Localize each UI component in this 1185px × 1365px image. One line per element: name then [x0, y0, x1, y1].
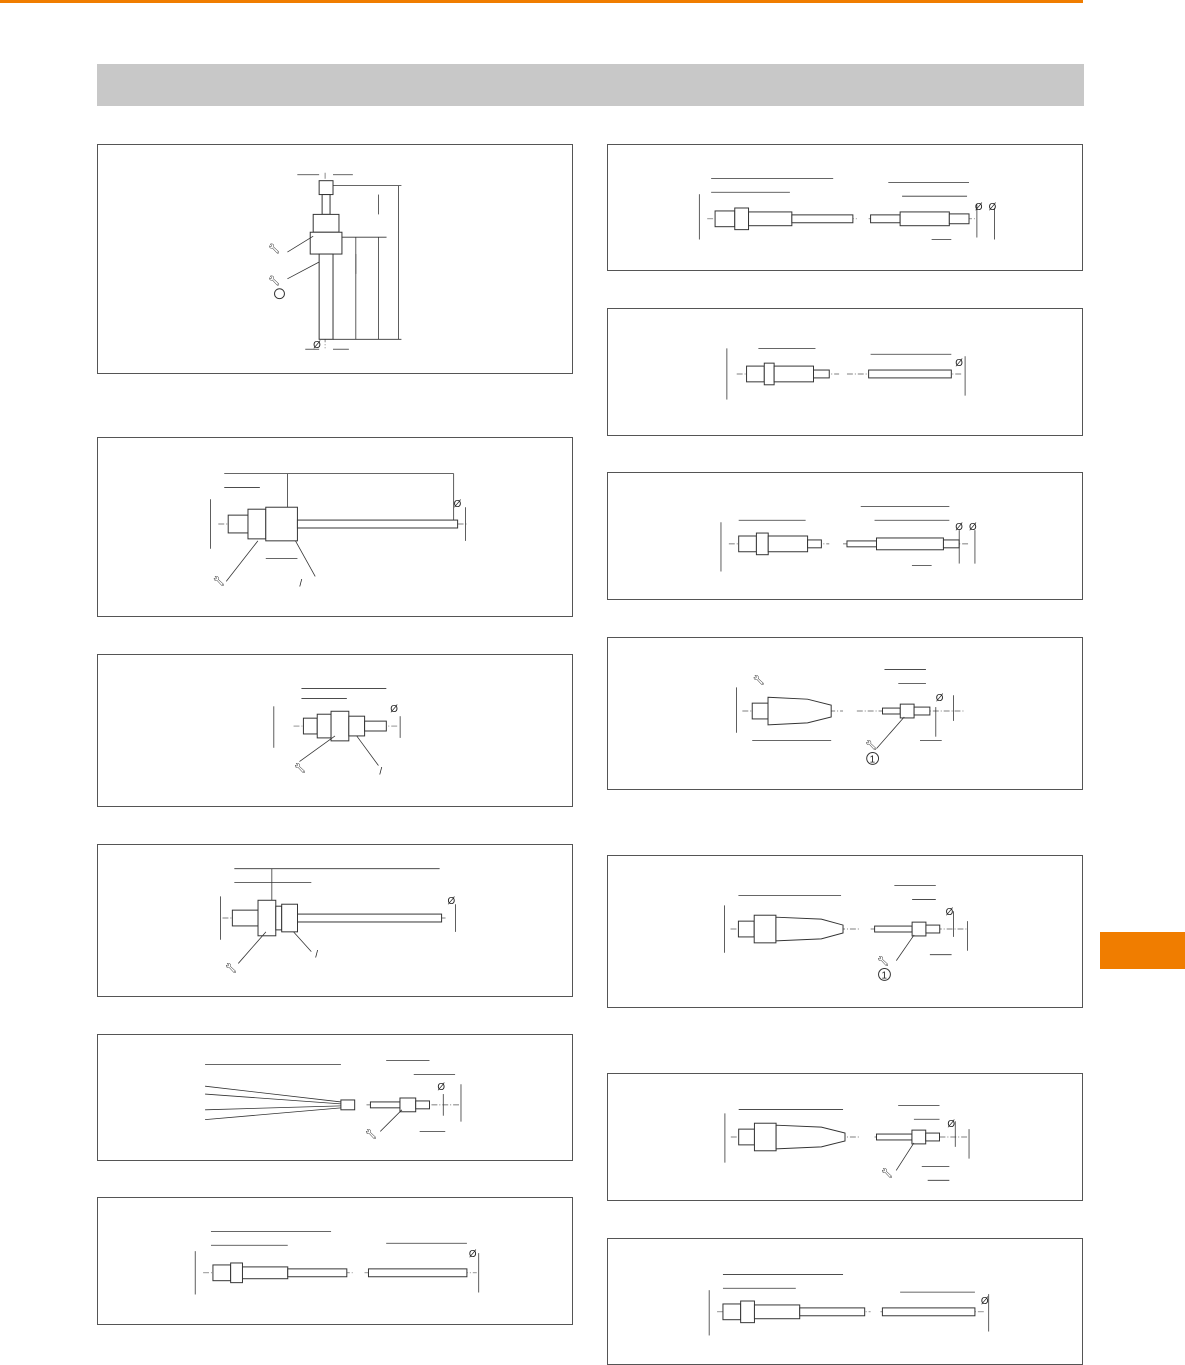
- diameter-symbol: Ø: [936, 693, 944, 704]
- diameter-symbol: Ø: [989, 202, 997, 213]
- slash-label: /: [315, 950, 318, 961]
- wrench-icon: 🔧︎: [268, 275, 281, 287]
- technical-drawing: Ø Ø: [720, 506, 977, 572]
- diameter-symbol: Ø: [947, 1119, 955, 1130]
- technical-drawing: 🔧︎ 🔧︎ 1 Ø: [736, 669, 966, 765]
- diameter-symbol: Ø: [946, 907, 954, 918]
- drawing-panel-right-4: 🔧︎ 🔧︎ 1 Ø: [607, 637, 1083, 790]
- technical-drawing: Ø Ø: [698, 178, 997, 240]
- drawing-panel-left-4: 🔧︎ Ø /: [97, 844, 573, 997]
- diameter-symbol: Ø: [448, 896, 456, 907]
- drawing-panel-right-7: Ø: [607, 1238, 1083, 1365]
- drawing-panel-right-2: Ø: [607, 308, 1083, 436]
- drawing-panel-right-6: 🔧︎ Ø: [607, 1073, 1083, 1201]
- top-rule: [0, 0, 1083, 3]
- technical-drawing: 🔧︎ 1 Ø: [724, 885, 968, 981]
- wrench-icon: 🔧︎: [752, 674, 765, 686]
- wrench-icon: 🔧︎: [268, 243, 281, 255]
- diameter-symbol: Ø: [469, 1249, 477, 1260]
- technical-drawing: 🔧︎ 🔧︎ Ø: [268, 172, 402, 351]
- section-header-band: [97, 64, 1084, 106]
- technical-drawing: 🔧︎ Ø /: [210, 473, 468, 589]
- wrench-icon: 🔧︎: [294, 762, 307, 774]
- chapter-side-tab: [1100, 932, 1185, 969]
- technical-drawing: 🔧︎ Ø /: [273, 688, 401, 777]
- wrench-icon: 🔧︎: [880, 1167, 892, 1179]
- callout-number: 1: [870, 754, 875, 765]
- technical-drawing: 🔧︎ Ø: [724, 1105, 970, 1181]
- technical-drawing: Ø: [708, 1274, 990, 1336]
- drawing-panel-left-2: 🔧︎ Ø /: [97, 437, 573, 617]
- drawing-panel-right-5: 🔧︎ 1 Ø: [607, 855, 1083, 1008]
- slash-label: /: [379, 766, 382, 777]
- technical-drawing: 🔧︎ Ø: [205, 1060, 462, 1140]
- wrench-icon: 🔧︎: [212, 575, 225, 587]
- drawing-panel-left-3: 🔧︎ Ø /: [97, 654, 573, 807]
- callout-number: 1: [882, 970, 887, 981]
- technical-drawing: Ø: [726, 347, 966, 400]
- wrench-icon: 🔧︎: [877, 956, 890, 968]
- diameter-symbol: Ø: [313, 340, 321, 351]
- diameter-symbol: Ø: [454, 499, 462, 510]
- drawing-panel-right-1: Ø Ø: [607, 144, 1083, 271]
- wrench-icon: 🔧︎: [365, 1128, 377, 1140]
- drawing-panel-right-3: Ø Ø: [607, 472, 1083, 600]
- diameter-symbol: Ø: [955, 358, 963, 369]
- wrench-icon: 🔧︎: [865, 740, 878, 752]
- diameter-symbol: Ø: [437, 1082, 445, 1093]
- technical-drawing: Ø: [194, 1231, 480, 1295]
- wrench-icon: 🔧︎: [224, 962, 237, 974]
- diameter-symbol: Ø: [390, 704, 398, 715]
- drawing-panel-left-5: 🔧︎ Ø: [97, 1034, 573, 1161]
- technical-drawing: 🔧︎ Ø /: [220, 868, 456, 974]
- drawing-panel-left-6: Ø: [97, 1197, 573, 1325]
- diameter-symbol: Ø: [969, 522, 977, 533]
- slash-label: /: [299, 578, 302, 589]
- diameter-symbol: Ø: [981, 1296, 989, 1307]
- drawing-panel-left-1: 🔧︎ 🔧︎ Ø: [97, 144, 573, 374]
- diameter-symbol: Ø: [955, 522, 963, 533]
- diameter-symbol: Ø: [975, 202, 983, 213]
